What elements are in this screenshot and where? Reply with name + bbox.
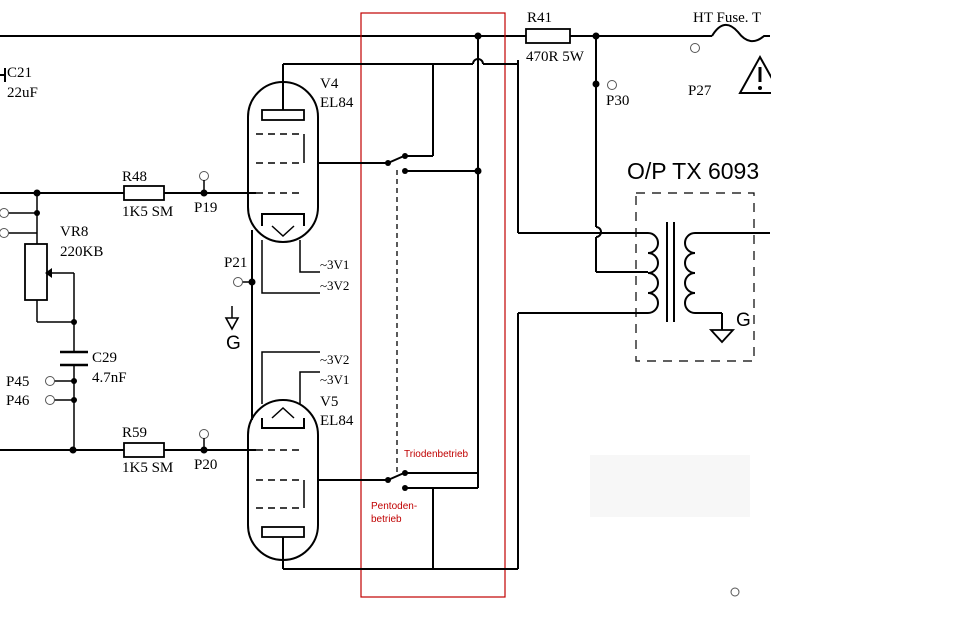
left-terminal-2 xyxy=(0,228,9,238)
pentode-mode-label-1: Pentoden- xyxy=(371,501,417,512)
ht-fuse-label: HT Fuse. T xyxy=(693,10,761,26)
p46-label: P46 xyxy=(6,393,30,409)
vr8-label: VR8 xyxy=(60,224,88,240)
pentode-mode-label-2: betrieb xyxy=(371,514,402,525)
c29-label: C29 xyxy=(92,350,117,366)
left-terminal-1 xyxy=(0,208,9,218)
output-transformer xyxy=(518,192,770,362)
heater-label-3v2-top: ~3V2 xyxy=(320,278,349,293)
c29-value: 4.7nF xyxy=(92,370,127,386)
p19-test-point xyxy=(199,171,209,181)
modification-box xyxy=(360,12,506,598)
r59-label: R59 xyxy=(122,425,147,441)
r48-label: R48 xyxy=(122,169,147,185)
p27-test-point xyxy=(690,43,700,53)
v4-heater-leads xyxy=(261,240,320,294)
p20-test-point xyxy=(199,429,209,439)
blank-right-margin xyxy=(771,0,957,620)
p30-label: P30 xyxy=(606,93,629,109)
heater-label-3v1-bottom: ~3V1 xyxy=(320,372,349,387)
r59-resistor xyxy=(123,442,165,458)
p30-test-point xyxy=(607,80,617,90)
vr8-value: 220KB xyxy=(60,244,103,260)
switch-rails xyxy=(283,36,519,570)
ht-fuse-symbol xyxy=(711,24,770,43)
c21-value: 22uF xyxy=(7,85,38,101)
cathode-common xyxy=(224,230,256,420)
v4-label: V4 xyxy=(320,76,339,92)
v5-type: EL84 xyxy=(320,413,354,429)
c21-label: C21 xyxy=(7,65,32,81)
p46-test-point xyxy=(45,395,55,405)
p19-label: P19 xyxy=(194,200,217,216)
r59-value: 1K5 SM xyxy=(122,460,173,476)
v4-tube xyxy=(247,64,319,243)
c21-capacitor-fragment xyxy=(0,68,6,82)
heater-label-3v1-top: ~3V1 xyxy=(320,257,349,272)
r48-value: 1K5 SM xyxy=(122,204,173,220)
triode-mode-label: Triodenbetrieb xyxy=(404,449,469,460)
p21-label: P21 xyxy=(224,255,247,271)
fragment-test-point xyxy=(730,587,740,597)
r41-label: R41 xyxy=(527,10,552,26)
p20-label: P20 xyxy=(194,457,217,473)
warning-icon xyxy=(738,54,782,94)
ht-rail xyxy=(0,32,712,40)
background-blank-area xyxy=(590,455,750,517)
p45-test-point xyxy=(45,376,55,386)
r41-value: 470R 5W xyxy=(526,49,585,65)
p30-node-wiring xyxy=(592,36,648,273)
v5-tube xyxy=(247,399,319,569)
v4-type: EL84 xyxy=(320,95,354,111)
v5-heater-leads xyxy=(261,351,320,404)
heater-label-3v2-bottom: ~3V2 xyxy=(320,352,349,367)
p21-test-point xyxy=(233,277,243,287)
ground-left-label: G xyxy=(226,333,241,354)
p45-label: P45 xyxy=(6,374,29,390)
ground-right-label: G xyxy=(736,310,751,331)
p27-label: P27 xyxy=(688,83,712,99)
transformer-label: O/P TX 6093 xyxy=(627,158,759,184)
r48-resistor xyxy=(123,185,165,201)
v5-label: V5 xyxy=(320,394,338,410)
r41-resistor xyxy=(525,28,571,44)
input-network xyxy=(0,189,256,454)
